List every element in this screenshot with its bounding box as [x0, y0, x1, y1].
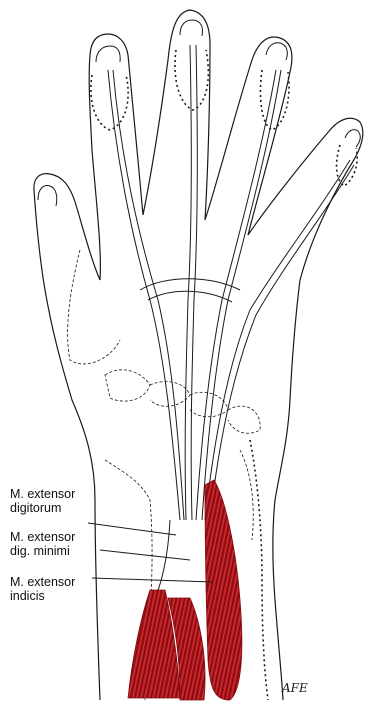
label-leaders — [88, 523, 212, 582]
label-line: M. extensor — [10, 487, 75, 501]
label-line: indicis — [10, 589, 75, 603]
nail-thumb — [38, 186, 57, 206]
nail-ring — [266, 43, 287, 60]
forearm-muscles — [128, 480, 242, 700]
label-extensor-indicis: M. extensor indicis — [10, 575, 75, 603]
nail-middle — [180, 20, 203, 36]
nail-little — [345, 130, 360, 147]
label-line: M. extensor — [10, 530, 75, 544]
label-line: digitorum — [10, 501, 75, 515]
label-line: dig. minimi — [10, 544, 75, 558]
hand-outline — [34, 10, 363, 700]
nail-index — [96, 46, 120, 62]
label-line: M. extensor — [10, 575, 75, 589]
label-extensor-dig-minimi: M. extensor dig. minimi — [10, 530, 75, 558]
artist-signature: AFE — [281, 681, 308, 695]
label-extensor-digitorum: M. extensor digitorum — [10, 487, 75, 515]
